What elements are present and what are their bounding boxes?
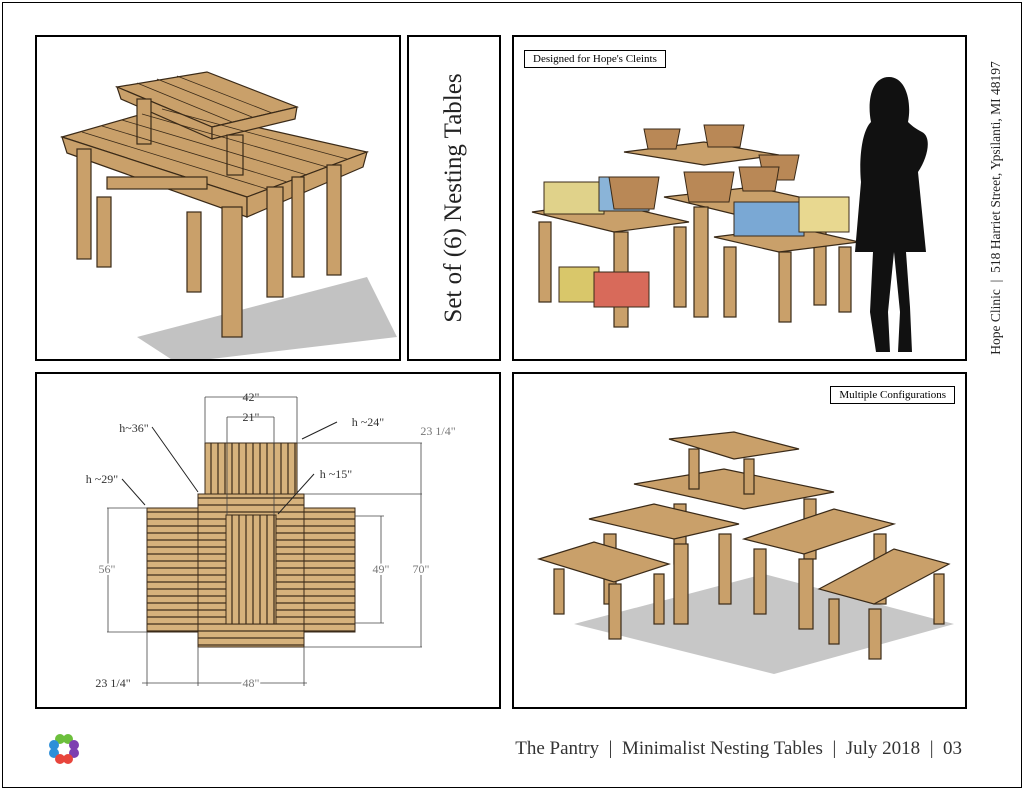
stacked-tables-image: [59, 71, 397, 359]
dim-49: 49": [373, 562, 390, 576]
dimension-diagram: 42" 21" h ~24" h~36" 23 1/4" h ~29" h ~1…: [86, 390, 456, 692]
page-number: 03: [943, 738, 962, 759]
clients-label: Designed for Hope's Cleints: [524, 50, 666, 68]
dim-h15: h ~15": [320, 467, 352, 481]
clients-scene-image: [531, 77, 928, 352]
page-title: Set of (6) Nesting Tables: [440, 73, 467, 323]
dim-23-bottom: 23 1/4": [95, 676, 130, 690]
dim-23-top: 23 1/4": [420, 424, 455, 438]
configurations-label: Multiple Configurations: [830, 386, 955, 404]
title-panel: Set of (6) Nesting Tables: [407, 35, 501, 361]
render-configurations-panel: Multiple Configurations: [512, 372, 967, 709]
separator: |: [929, 738, 934, 759]
dim-48: 48": [243, 676, 260, 690]
dim-h29: h ~29": [86, 472, 118, 486]
separator: |: [608, 738, 613, 759]
dim-h36: h~36": [119, 421, 148, 435]
clover-heart-logo: [49, 734, 79, 764]
separator: |: [832, 738, 837, 759]
org-name: Hope Clinic: [988, 289, 1003, 355]
render-clients-panel: Designed for Hope's Cleints: [512, 35, 967, 361]
dim-70: 70": [413, 562, 430, 576]
render-stacked-tables: [35, 35, 401, 361]
dimension-diagram-panel: 42" 21" h ~24" h~36" 23 1/4" h ~29" h ~1…: [35, 372, 501, 709]
dim-56: 56": [99, 562, 116, 576]
configurations-image: [536, 431, 954, 674]
dim-21: 21": [243, 410, 260, 424]
project-name: The Pantry: [515, 738, 600, 759]
dim-42: 42": [243, 390, 260, 404]
separator: |: [988, 279, 1003, 283]
street-address: 518 Harriet Street, Ypsilanti, MI 48197: [988, 61, 1003, 273]
address-line: Hope Clinic | 518 Harriet Street, Ypsila…: [988, 61, 1004, 354]
date: July 2018: [845, 738, 921, 759]
footer-line: The Pantry | Minimalist Nesting Tables |…: [515, 738, 962, 760]
dim-h24: h ~24": [352, 415, 384, 429]
subject: Minimalist Nesting Tables: [621, 738, 823, 759]
